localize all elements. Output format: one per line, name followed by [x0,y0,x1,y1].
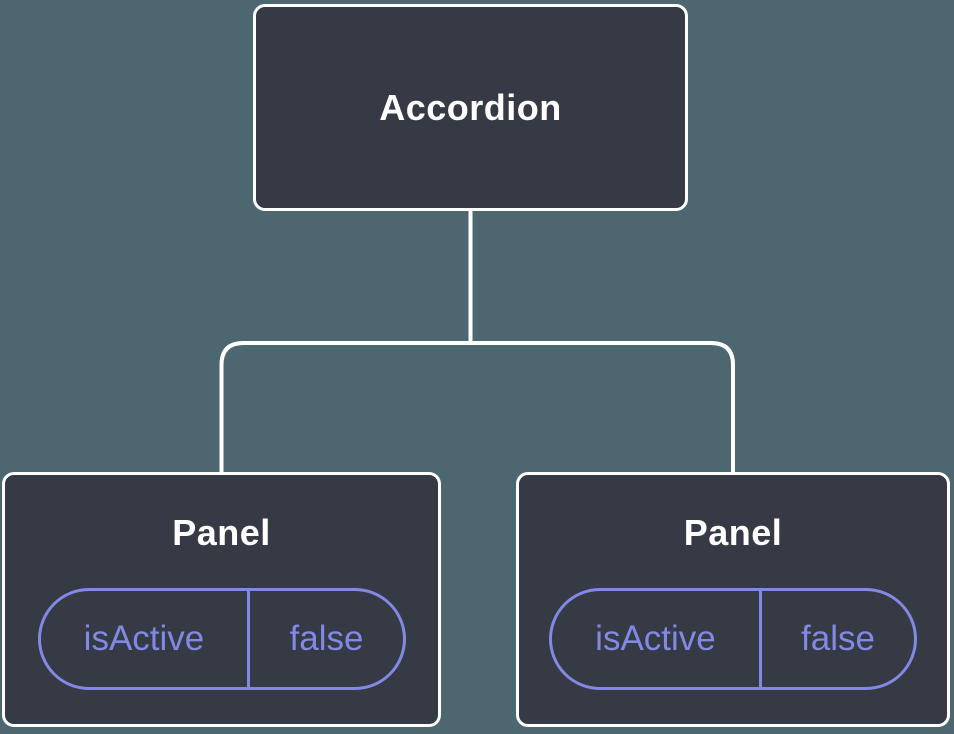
state-pill: isActive false [549,588,917,690]
state-value: false [289,619,364,658]
component-node-panel-left: Panel isActive false [2,472,441,727]
panel-node-label: Panel [683,512,783,553]
state-value: false [801,619,875,658]
state-name: isActive [552,591,762,687]
state-name: isActive [41,591,251,687]
connector-branches [219,341,735,474]
component-node-panel-right: Panel isActive false [516,472,950,727]
accordion-node-label: Accordion [379,86,562,128]
state-pill: isActive false [37,588,406,690]
component-node-accordion: Accordion [253,4,688,211]
panel-node-label: Panel [172,512,271,553]
